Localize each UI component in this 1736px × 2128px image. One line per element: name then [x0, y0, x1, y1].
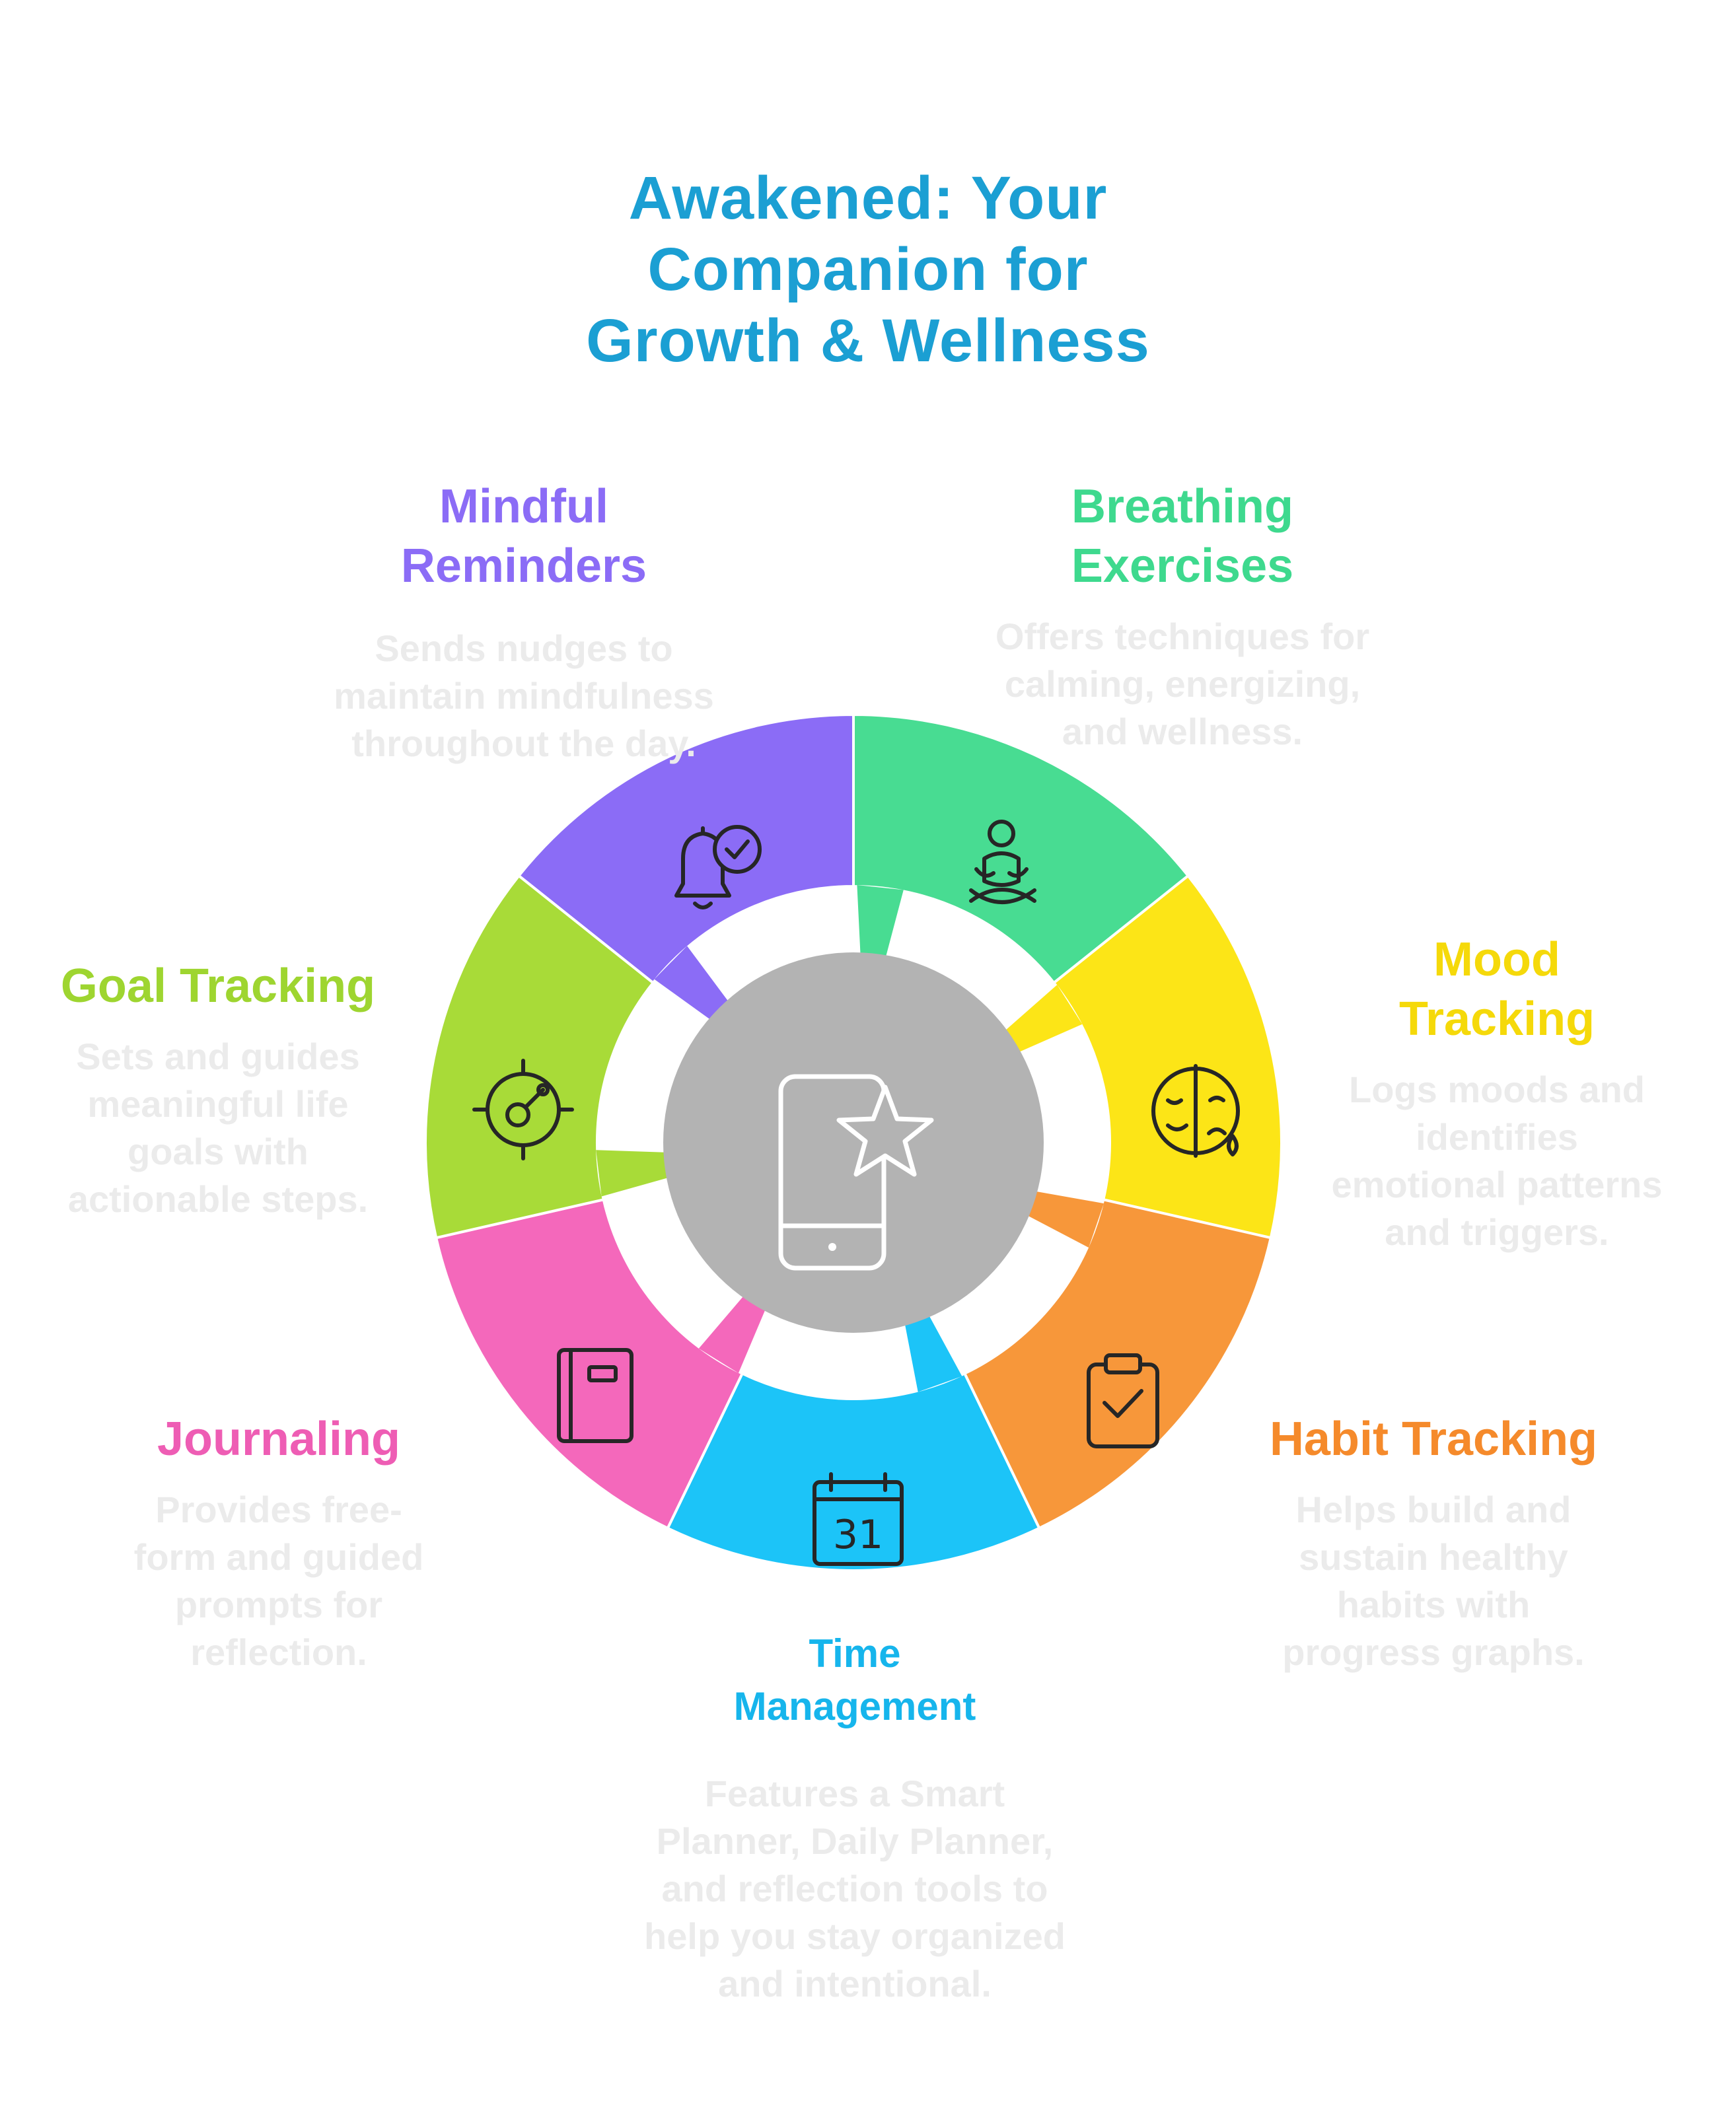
- mood-mask-icon: [1151, 1064, 1240, 1158]
- segment-connector-breathing: [857, 885, 904, 967]
- notebook-icon: [557, 1348, 633, 1443]
- label-journaling: Journaling Provides free-form and guided…: [74, 1409, 484, 1676]
- center-hub: [663, 952, 1044, 1333]
- page-title: Awakened: Your Companion for Growth & We…: [340, 162, 1396, 376]
- target-icon: [472, 1059, 574, 1160]
- title-line: Awakened: Your: [628, 164, 1108, 232]
- segment-mood: [1052, 874, 1284, 1240]
- calendar-icon: 31: [813, 1472, 904, 1566]
- segment-connector-mood: [997, 985, 1083, 1057]
- segment-heading: Goal Tracking: [60, 960, 376, 1012]
- segment-heading: Journaling: [157, 1413, 400, 1466]
- smartphone-star-icon: [778, 1074, 934, 1271]
- calendar-day-text: 31: [833, 1512, 883, 1558]
- segment-goal: [423, 874, 655, 1240]
- meditation-icon: [969, 820, 1036, 904]
- segment-heading: Habit Tracking: [1269, 1413, 1598, 1466]
- segment-time: [666, 1371, 1041, 1572]
- segment-connector-mindful: [654, 946, 735, 1026]
- segment-connector-goal: [596, 1150, 678, 1197]
- clipboard-check-icon: [1087, 1353, 1159, 1448]
- segment-connector-habit: [1018, 1189, 1104, 1248]
- title-line: Companion for: [647, 236, 1089, 303]
- segment-breathing: [852, 713, 1190, 985]
- segment-journaling: [434, 1197, 744, 1530]
- title-line: Growth & Wellness: [586, 307, 1150, 374]
- bell-check-icon: [674, 825, 762, 909]
- segment-connector-time: [902, 1306, 962, 1392]
- segment-connector-journaling: [698, 1288, 770, 1373]
